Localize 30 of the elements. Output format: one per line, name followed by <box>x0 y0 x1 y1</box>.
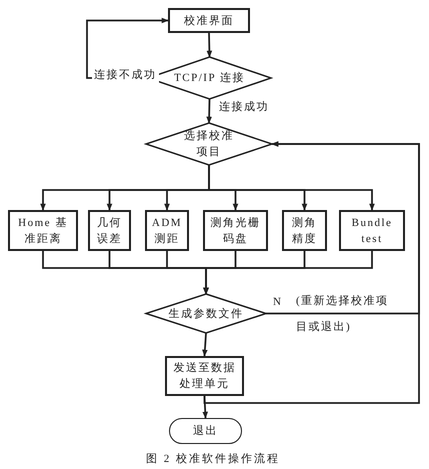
arrow <box>204 141 420 404</box>
note-text: (重新选择校准项目或退出) <box>296 294 390 335</box>
process-box <box>88 210 131 251</box>
process-box <box>165 356 244 396</box>
edge-label: 连接不成功 <box>92 66 158 84</box>
process-box <box>203 210 268 251</box>
node-text: 退出 <box>193 424 218 439</box>
arrow <box>203 251 373 295</box>
terminal-box <box>169 418 242 444</box>
node-text: 测角光栅码盘 <box>210 216 262 246</box>
node-text: 校准界面 <box>184 14 234 28</box>
process-box <box>282 210 327 251</box>
node-text: TCP/IP 连接 <box>174 70 245 86</box>
node-text: Bundle test <box>350 216 394 246</box>
figure-caption: 图 2 校准软件操作流程 <box>146 452 280 466</box>
node-text: 测角精度 <box>291 216 318 246</box>
node-text: 选择校准项目 <box>183 129 235 160</box>
node-text: ADM测距 <box>150 216 184 246</box>
node-text: 几何误差 <box>96 216 123 246</box>
node-text: 发送至数据处理单元 <box>172 361 237 392</box>
arrow <box>206 98 212 124</box>
arrow <box>202 332 208 357</box>
arrow <box>206 32 212 58</box>
node-text: Home 基准距离 <box>17 216 69 246</box>
process-box <box>339 210 405 251</box>
process-box <box>8 210 78 251</box>
process-box <box>168 8 250 33</box>
arrow <box>208 165 375 211</box>
node-text: 生成参数文件 <box>168 306 244 322</box>
process-box <box>145 210 189 251</box>
